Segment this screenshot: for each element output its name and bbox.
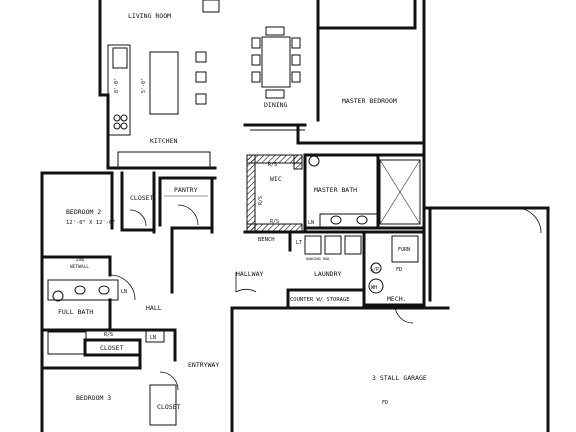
- tag-wetwall: WETWALL: [70, 264, 89, 270]
- tag-hanging-rod: HANGING ROD: [306, 257, 329, 261]
- room-label-kitchen: KITCHEN: [150, 137, 177, 145]
- walls: [40, 0, 550, 432]
- room-label-dining: DINING: [264, 101, 288, 109]
- tag-ln: LN: [308, 220, 314, 226]
- room-label-hallway: HALLWAY: [236, 270, 263, 278]
- tag-wh: WH: [371, 285, 377, 291]
- annotation-tags: R/S R/S R/S R/S LN LN LN LT HANGING ROD …: [70, 78, 410, 406]
- room-label-bedroom-2: BEDROOM 2: [66, 208, 101, 216]
- tag-fd: FD: [382, 400, 388, 406]
- room-label-bedroom-2-size: 12'-0" X 12'-6": [66, 220, 116, 226]
- tag-dim-8-0: 8'-0": [114, 78, 120, 93]
- tag-dim-5-0: 5'-0": [141, 78, 147, 93]
- tag-rs: R/S: [258, 196, 264, 205]
- tag-rs: R/S: [104, 332, 113, 338]
- room-label-laundry: LAUNDRY: [314, 270, 341, 278]
- tag-ln: LN: [121, 289, 127, 295]
- tag-ln: LN: [150, 335, 156, 341]
- room-label-garage: 3 STALL GARAGE: [372, 374, 427, 382]
- room-label-closet-3: CLOSET: [157, 403, 181, 411]
- doors: [109, 204, 542, 391]
- room-label-full-bath: FULL BATH: [58, 308, 93, 316]
- room-label-master-bedroom: MASTER BEDROOM: [342, 97, 397, 105]
- room-label-pantry: PANTRY: [174, 186, 198, 194]
- room-label-hall: HALL: [146, 304, 162, 312]
- tag-furn: FURN: [398, 247, 410, 253]
- tag-lt: LT: [296, 240, 302, 246]
- fixtures: [47, 0, 421, 426]
- tag-rs: R/S: [268, 162, 277, 168]
- room-label-wic: WIC: [270, 175, 282, 183]
- room-label-master-bath: MASTER BATH: [314, 186, 357, 194]
- room-labels: LIVING ROOM KITCHEN DINING MASTER BEDROO…: [58, 12, 427, 411]
- room-label-entryway: ENTRYWAY: [188, 361, 219, 369]
- room-label-mech: MECH.: [387, 295, 407, 303]
- tag-2x6: 2X6: [76, 257, 84, 263]
- room-label-bedroom-3: BEDROOM 3: [76, 394, 111, 402]
- room-label-living: LIVING ROOM: [128, 12, 171, 20]
- room-label-counter: COUNTER W/ STORAGE: [290, 297, 350, 303]
- room-label-closet-2: CLOSET: [100, 344, 124, 352]
- tag-fd: FD: [396, 267, 402, 273]
- room-label-bench: BENCH: [258, 237, 275, 243]
- tag-sp: S/P: [370, 267, 379, 273]
- room-label-closet-1: CLOSET: [130, 194, 154, 202]
- tag-rs: R/S: [270, 219, 279, 225]
- wic-walls: [246, 154, 303, 233]
